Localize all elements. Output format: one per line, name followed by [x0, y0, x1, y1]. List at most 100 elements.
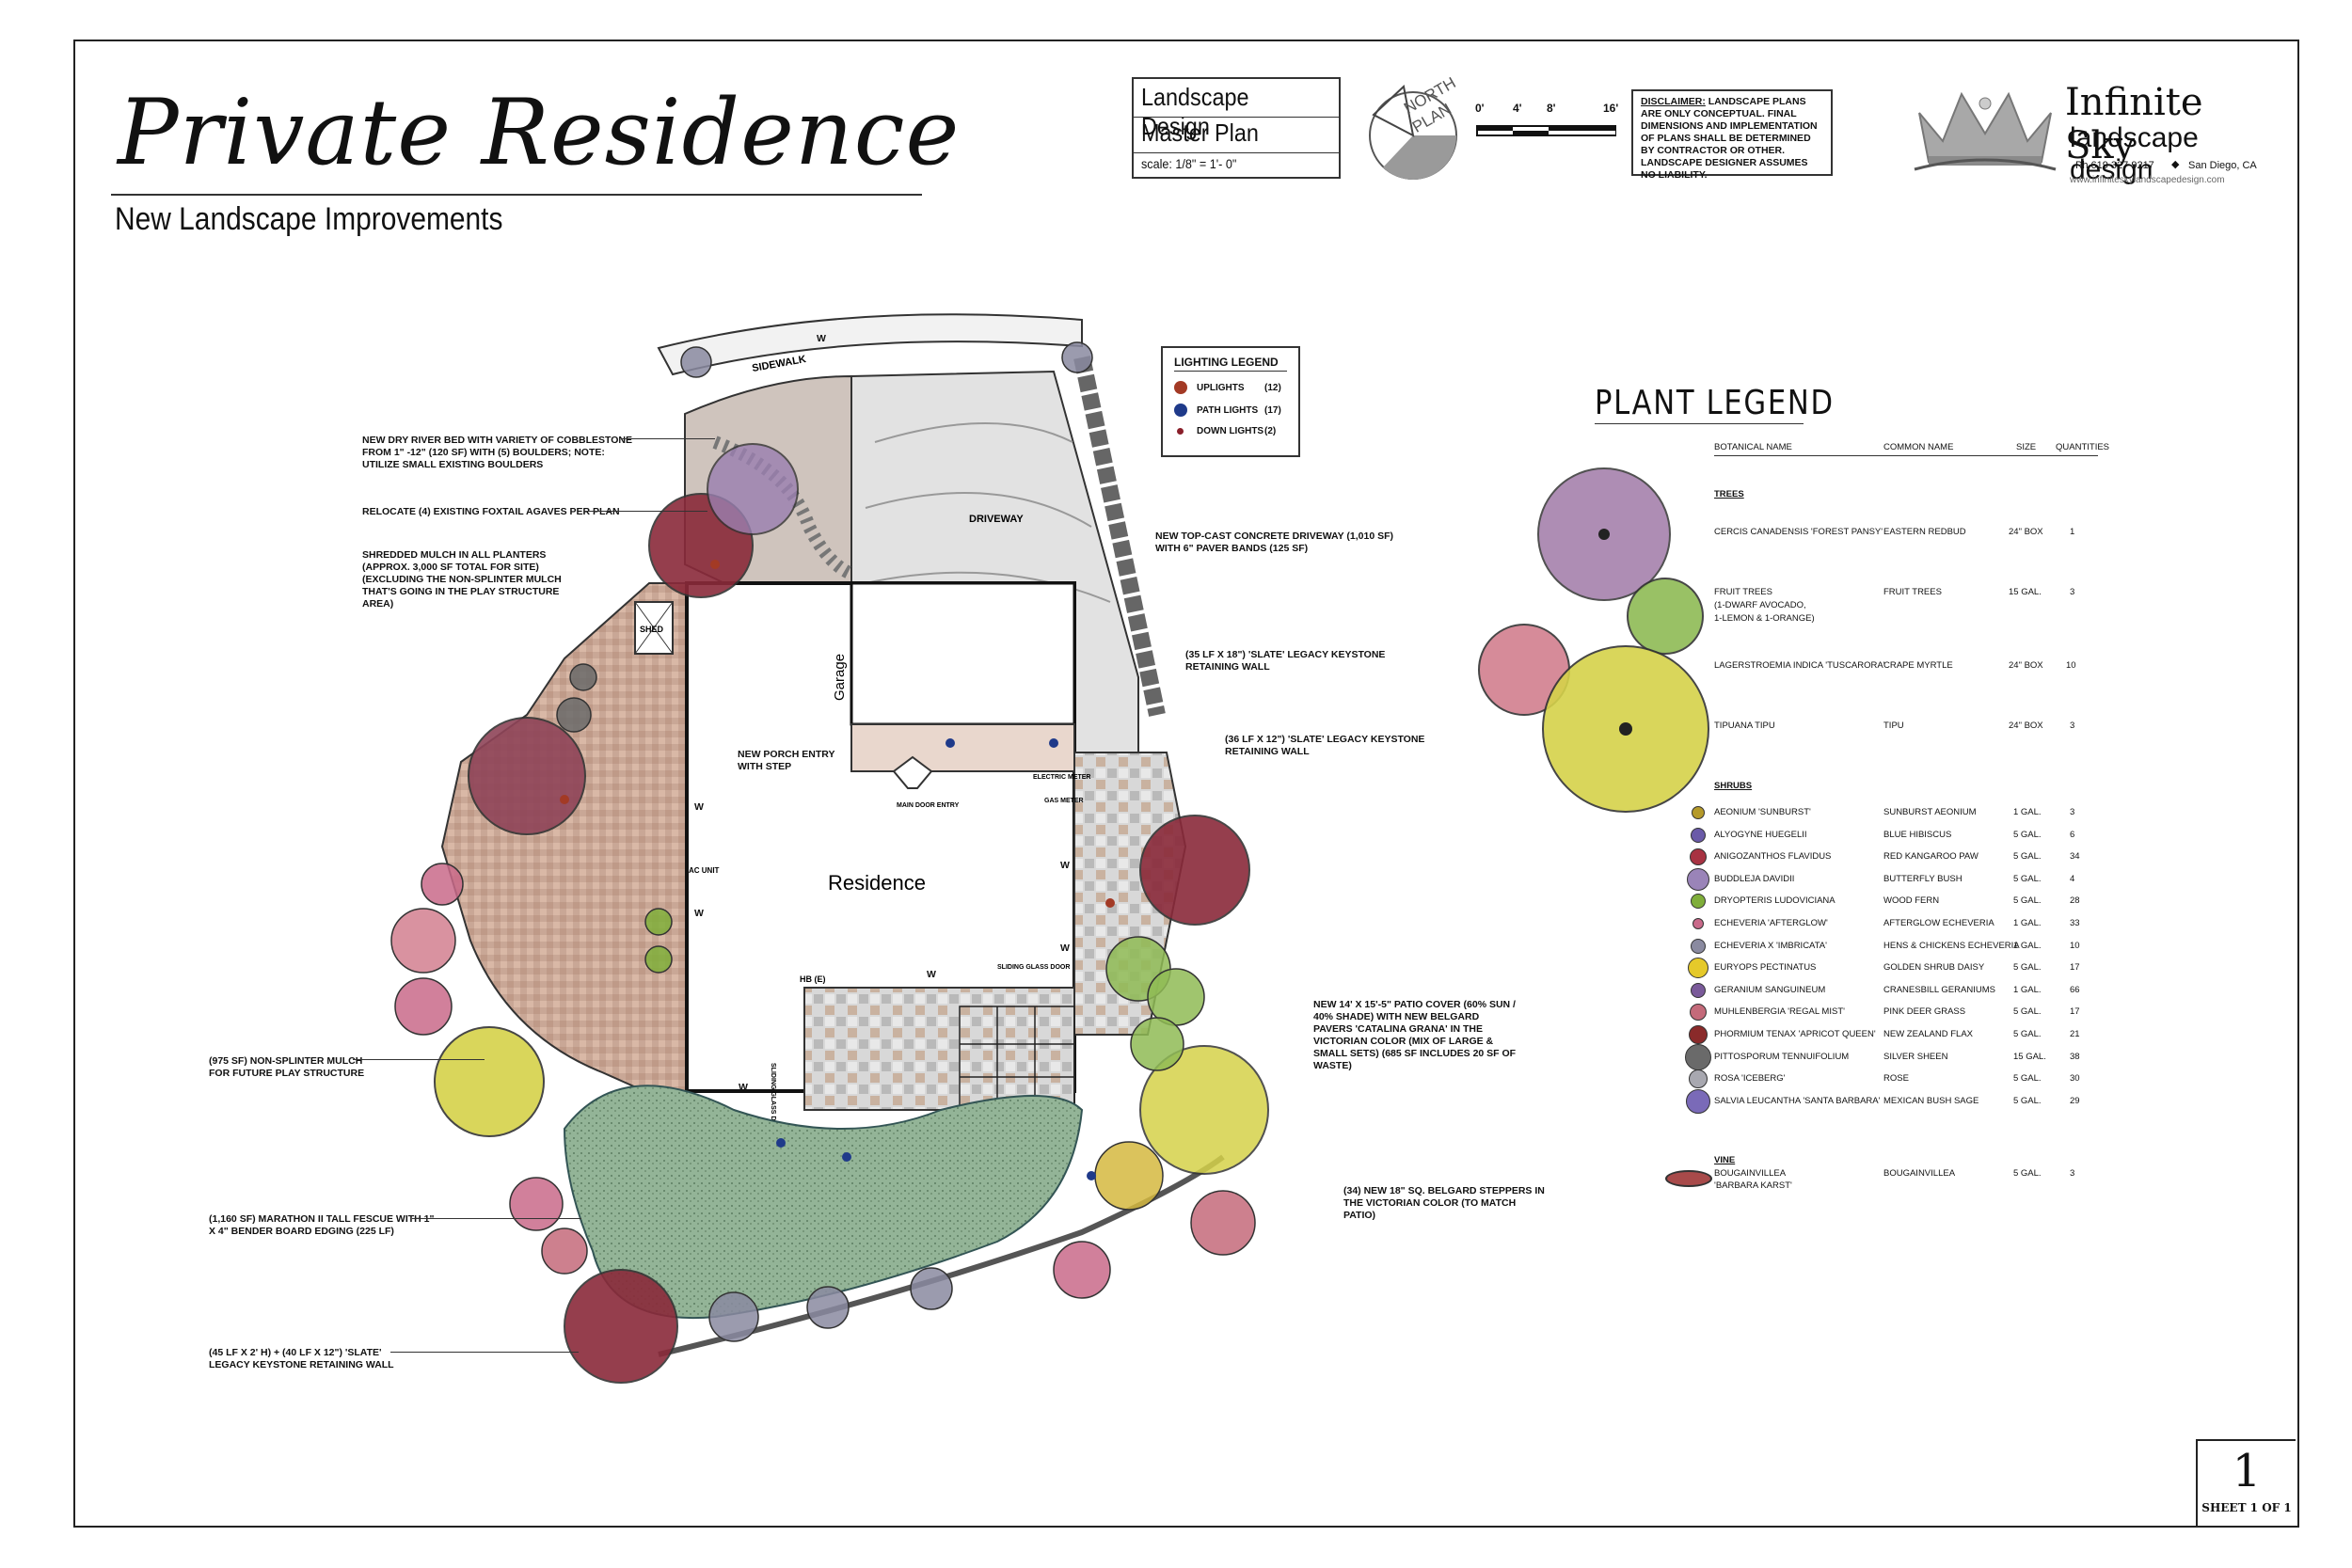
shrub-symbol-icon — [1690, 1004, 1707, 1022]
tree-1-botanical-3: 1-LEMON & 1-ORANGE) — [1714, 613, 1815, 624]
shrub-qty: 6 — [2070, 829, 2075, 840]
shrub-symbol-icon — [1691, 982, 1706, 998]
scale-label-4: 4' — [1513, 102, 1522, 115]
tree-1-common: FRUIT TREES — [1883, 587, 1942, 597]
callout-wall-35: (35 LF X 18") 'SLATE' LEGACY KEYSTONE RE… — [1185, 649, 1386, 673]
shrub-common: WOOD FERN — [1883, 895, 1940, 907]
company-website: www.infiniteskylandscapedesign.com — [2070, 175, 2225, 185]
tree-0-size: 24" BOX — [2009, 527, 2043, 537]
shrub-size: 5 GAL. — [2013, 1006, 2042, 1018]
trees-section-label: TREES — [1714, 489, 1744, 499]
plan-type-line2: Master Plan — [1141, 119, 1259, 147]
shrub-botanical: ECHEVERIA 'AFTERGLOW' — [1714, 918, 1828, 928]
shrub-common: AFTERGLOW ECHEVERIA — [1883, 918, 1994, 928]
sliding-door-label-2: SLIDING GLASS DOOR — [770, 1063, 776, 1135]
callout-driveway: NEW TOP-CAST CONCRETE DRIVEWAY (1,010 SF… — [1155, 531, 1394, 554]
shrub-symbol-icon — [1692, 806, 1705, 819]
north-arrow-icon — [1369, 85, 1457, 180]
company-phone: Ph 619 327 9217 — [2075, 160, 2154, 171]
tree-0-qty: 1 — [2070, 527, 2075, 537]
shrub-botanical: ROSA 'ICEBERG' — [1714, 1073, 1786, 1085]
shrub-size: 5 GAL. — [2013, 895, 2042, 907]
callout-agaves: RELOCATE (4) EXISTING FOXTAIL AGAVES PER… — [362, 506, 620, 517]
sidewalk — [657, 313, 1083, 376]
driveway-retaining-wall — [1073, 356, 1166, 717]
shrub-qty: 38 — [2070, 1051, 2080, 1062]
project-title: Private Residence — [118, 80, 961, 185]
callout-river-bed: NEW DRY RIVER BED WITH VARIETY OF COBBLE… — [362, 435, 633, 470]
shrub-size: 15 GAL. — [2013, 1051, 2046, 1062]
water-label-7: W — [817, 333, 826, 344]
shrub-qty: 29 — [2070, 1095, 2080, 1106]
shrub-size: 5 GAL. — [2013, 1029, 2042, 1039]
uplight-icon — [1174, 381, 1187, 394]
back-retaining-wall — [658, 1154, 1225, 1357]
disclaimer-box: DISCLAIMER: LANDSCAPE PLANS ARE ONLY CON… — [1631, 89, 1833, 181]
shrubs-section-label: SHRUBS — [1714, 781, 1753, 791]
title-underline — [111, 194, 922, 196]
shrub-symbol-icon — [1688, 958, 1708, 979]
company-tagline: landscape design — [2070, 122, 2199, 185]
shrub-botanical: BUDDLEJA DAVIDII — [1714, 873, 1795, 884]
water-label-4: W — [1060, 942, 1070, 954]
driveway-label: DRIVEWAY — [969, 514, 1024, 525]
shrub-qty: 17 — [2070, 1006, 2080, 1018]
shrub-qty: 3 — [2070, 807, 2075, 817]
callout-wall-45: (45 LF X 2' H) + (40 LF X 12") 'SLATE' L… — [209, 1347, 394, 1370]
leader-wall-45 — [390, 1352, 579, 1353]
down-light-label: DOWN LIGHTS — [1197, 426, 1264, 436]
company-location: San Diego, CA — [2188, 160, 2257, 171]
water-label-3: W — [1060, 860, 1070, 871]
water-label-2: W — [694, 908, 704, 919]
lighting-legend-title: LIGHTING LEGEND — [1174, 356, 1287, 372]
plan-box-divider — [1134, 117, 1339, 118]
site-plan: SIDEWALK DRIVEWAY Garage Residence SHED … — [390, 313, 1269, 1384]
shrub-qty: 17 — [2070, 962, 2080, 974]
header-qty: QUANTITIES — [2056, 442, 2110, 452]
callout-patio: NEW 14' X 15'-5" PATIO COVER (60% SUN / … — [1313, 999, 1517, 1071]
play-area-mulch — [440, 582, 688, 1112]
north-arrow: NORTH PLAN — [1366, 73, 1470, 181]
plan-scale: scale: 1/8" = 1'- 0" — [1141, 156, 1237, 171]
shrub-botanical: EURYOPS PECTINATUS — [1714, 962, 1817, 974]
path-light-count: (17) — [1264, 404, 1281, 416]
callout-steppers: (34) NEW 18" SQ. BELGARD STEPPERS IN THE… — [1343, 1185, 1545, 1221]
tree-3-common: TIPU — [1883, 721, 1904, 731]
shrub-qty: 10 — [2070, 940, 2080, 951]
plant-legend-title: PLANT LEGEND — [1595, 384, 1835, 422]
tree-1-botanical-2: (1-DWARF AVOCADO, — [1714, 600, 1806, 610]
vine-section-label: VINE — [1714, 1155, 1736, 1165]
tree-3-qty: 3 — [2070, 721, 2075, 731]
shrub-botanical: ALYOGYNE HUEGELII — [1714, 829, 1807, 840]
plant-legend-underline — [1595, 423, 1804, 424]
lighting-row-downlights: DOWN LIGHTS (2) — [1174, 426, 1287, 436]
uplight-label: UPLIGHTS — [1197, 382, 1245, 393]
trees — [434, 443, 1269, 1384]
shrub-symbol-icon — [1685, 1043, 1711, 1070]
down-light-count: (2) — [1264, 426, 1277, 436]
light-fixtures — [560, 560, 1115, 1180]
shrub-botanical: DRYOPTERIS LUDOVICIANA — [1714, 895, 1836, 907]
shrub-symbol-icon — [1689, 1025, 1708, 1044]
shrub-common: NEW ZEALAND FLAX — [1883, 1029, 1974, 1039]
scale-bar: 0' 4' 8' 16' — [1475, 102, 1626, 149]
gas-meter-label: GAS METER — [1044, 798, 1084, 804]
electric-meter-label: ELECTRIC METER — [1033, 774, 1090, 781]
shrub-botanical: MUHLENBERGIA 'REGAL MIST' — [1714, 1006, 1845, 1018]
callout-porch: NEW PORCH ENTRY WITH STEP — [738, 749, 835, 772]
tree-0-common: EASTERN REDBUD — [1883, 527, 1966, 537]
path-light-icon — [1174, 404, 1187, 417]
callout-wall-36: (36 LF X 12") 'SLATE' LEGACY KEYSTONE RE… — [1225, 734, 1425, 757]
sheet-number: 1 — [2232, 1445, 2262, 1497]
header-common: COMMON NAME — [1883, 442, 1954, 452]
shrub-size: 5 GAL. — [2013, 1073, 2042, 1085]
shrub-size: 5 GAL. — [2013, 962, 2042, 974]
tree-0-botanical: CERCIS CANADENSIS 'FOREST PANSY' — [1714, 527, 1883, 537]
header-size: SIZE — [2016, 442, 2037, 452]
tree-3-botanical: TIPUANA TIPU — [1714, 721, 1775, 731]
scale-label-16: 16' — [1603, 102, 1619, 115]
garage-label: Garage — [832, 654, 848, 701]
leader-river-bed — [621, 438, 715, 439]
company-name: Infinite Sky — [2065, 81, 2203, 167]
water-label-5: W — [927, 969, 936, 980]
